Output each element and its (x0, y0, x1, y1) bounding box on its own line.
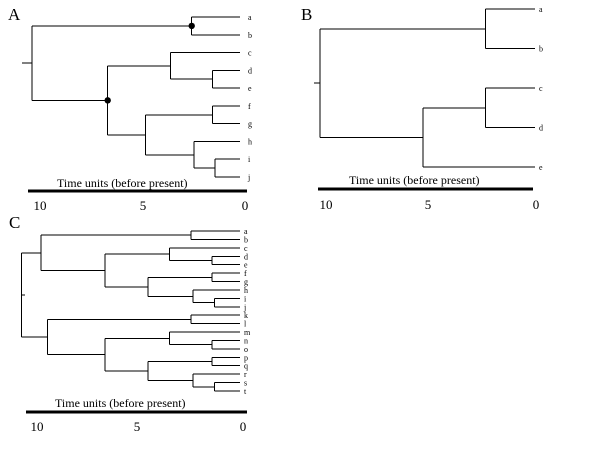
tick-label: 5 (425, 197, 432, 212)
tip-label: h (248, 137, 252, 146)
tick-label: 0 (242, 198, 249, 213)
tip-label: g (248, 120, 252, 129)
node-marker (104, 97, 111, 104)
tip-label: q (244, 362, 248, 371)
tip-label: n (244, 336, 248, 345)
panel-b: a b c d e B Time units (before present) 10 5 0 (301, 5, 543, 212)
tip-label: e (244, 261, 248, 270)
panel-label: A (8, 5, 21, 24)
tip-label: a (248, 13, 252, 22)
tick-label: 10 (320, 197, 333, 212)
tip-label: f (244, 269, 247, 278)
tip-label: t (244, 387, 247, 396)
tick-label: 0 (533, 197, 540, 212)
axis-title: Time units (before present) (349, 173, 480, 187)
tip-label: m (244, 328, 251, 337)
tick-label: 0 (240, 419, 247, 434)
tick-label: 5 (140, 198, 147, 213)
tip-label: i (248, 155, 251, 164)
tip-label: j (247, 173, 250, 182)
tip-label: c (248, 49, 252, 58)
tip-label: f (248, 102, 251, 111)
tip-label: d (539, 124, 543, 133)
tip-label: l (244, 320, 247, 329)
tick-label: 10 (34, 198, 47, 213)
tip-label: c (244, 244, 248, 253)
axis-title: Time units (before present) (55, 396, 186, 410)
tick-label: 10 (31, 419, 44, 434)
tip-label: h (244, 286, 248, 295)
tick-label: 5 (134, 419, 141, 434)
tip-label: a (539, 5, 543, 14)
tip-label: d (244, 252, 248, 261)
tip-label: s (244, 379, 247, 388)
tip-label: b (244, 235, 248, 244)
tip-label: k (244, 311, 248, 320)
tip-label: g (244, 278, 248, 287)
tip-label: e (539, 163, 543, 172)
tip-label: b (539, 45, 543, 54)
panel-label: B (301, 5, 312, 24)
panel-label: C (9, 213, 20, 232)
tip-label: e (248, 84, 252, 93)
tip-label: c (539, 84, 543, 93)
axis-title: Time units (before present) (57, 176, 188, 190)
tip-label: i (244, 294, 247, 303)
tip-label: r (244, 370, 247, 379)
tip-label: j (243, 303, 246, 312)
tip-label: b (248, 31, 252, 40)
tip-label: d (248, 66, 252, 75)
tip-label: p (244, 353, 248, 362)
tip-label: o (244, 345, 248, 354)
tip-label: a (244, 227, 248, 236)
node-marker (188, 22, 195, 30)
